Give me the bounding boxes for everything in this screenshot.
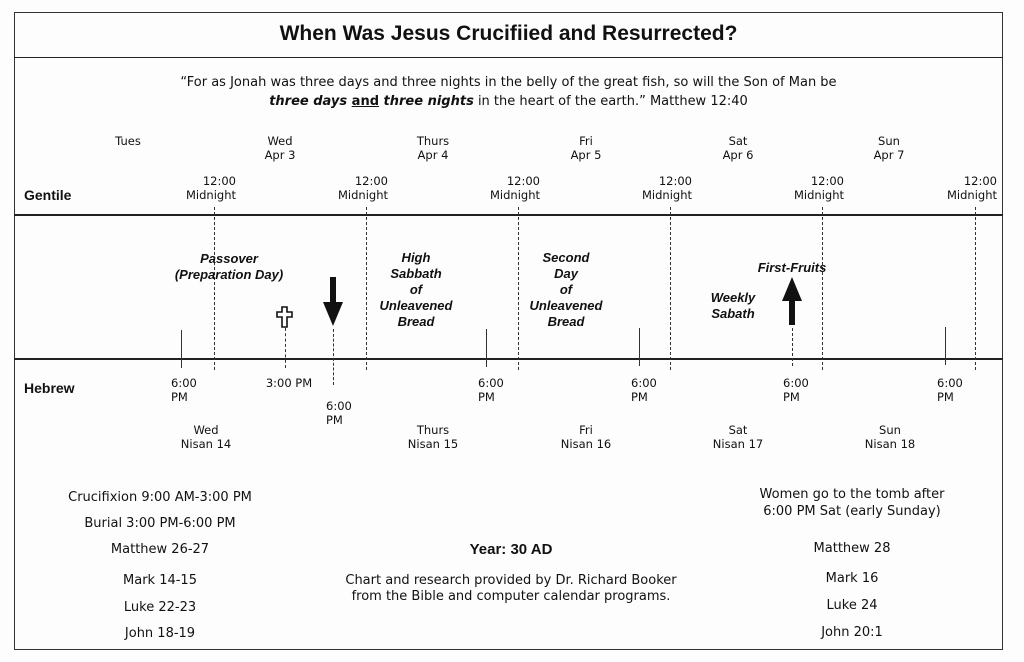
three-pm-label: 3:00 PM [265, 376, 313, 390]
note-women-tomb: 6:00 PM Sat (early Sunday) [763, 504, 941, 519]
quote-line-1: “For as Jonah was three days and three n… [180, 75, 837, 90]
midnight-divider [822, 207, 823, 370]
scripture-ref: Matthew 28 [813, 541, 891, 556]
quote-line-2: three days and three nights in the heart… [14, 94, 1003, 109]
scripture-ref: Luke 22-23 [123, 600, 197, 615]
quote-bold: three days [269, 94, 352, 109]
event-first-fruits: First-Fruits [757, 260, 827, 275]
quote-bold: three nights [379, 94, 474, 109]
title-divider [14, 57, 1003, 58]
midnight-divider [518, 207, 519, 370]
scripture-ref: Mark 14-15 [123, 573, 197, 588]
scripture-ref: Mark 16 [825, 571, 879, 586]
scripture-ref: John 18-19 [124, 626, 196, 641]
event-passover: Passover(Preparation Day) [174, 251, 284, 282]
quote-underline: and [351, 94, 380, 109]
quote-rest: in the heart of the earth.” Matthew 12:4… [473, 94, 748, 109]
midnight-divider [975, 207, 976, 370]
scripture-ref: Luke 24 [826, 598, 878, 613]
six-pm-tick [486, 329, 487, 367]
gentile-label: Gentile [24, 187, 72, 203]
midnight-divider [214, 207, 215, 370]
credit-line-1: Chart and research provided by Dr. Richa… [345, 573, 677, 588]
scripture-ref: Matthew 26-27 [110, 542, 210, 557]
midnight-divider [670, 207, 671, 370]
outer-frame [14, 12, 1003, 650]
six-pm-tick [639, 328, 640, 366]
burial-six-pm-tick [333, 329, 334, 385]
hebrew-label: Hebrew [24, 380, 75, 396]
gentile-day: Tues [115, 134, 141, 148]
note-burial: Burial 3:00 PM-6:00 PM [84, 516, 236, 531]
scripture-ref: John 20:1 [821, 625, 883, 640]
note-women-tomb: Women go to the tomb after [759, 487, 945, 502]
midnight-divider [366, 207, 367, 370]
six-pm-tick [945, 327, 946, 365]
gentile-timeline [14, 214, 1003, 216]
six-pm-tick [181, 330, 182, 368]
up-arrow-icon [782, 277, 802, 325]
credit-line-2: from the Bible and computer calendar pro… [351, 589, 671, 604]
year-label: Year: 30 AD [469, 541, 553, 558]
down-arrow-icon [323, 277, 343, 326]
six-pm-tick [792, 328, 793, 366]
hebrew-timeline [14, 358, 1003, 360]
chart-title: When Was Jesus Crucifiied and Resurrecte… [279, 22, 738, 45]
note-crucifixion: Crucifixion 9:00 AM-3:00 PM [68, 490, 252, 505]
three-pm-tick [285, 328, 286, 368]
cross-icon [276, 306, 293, 328]
